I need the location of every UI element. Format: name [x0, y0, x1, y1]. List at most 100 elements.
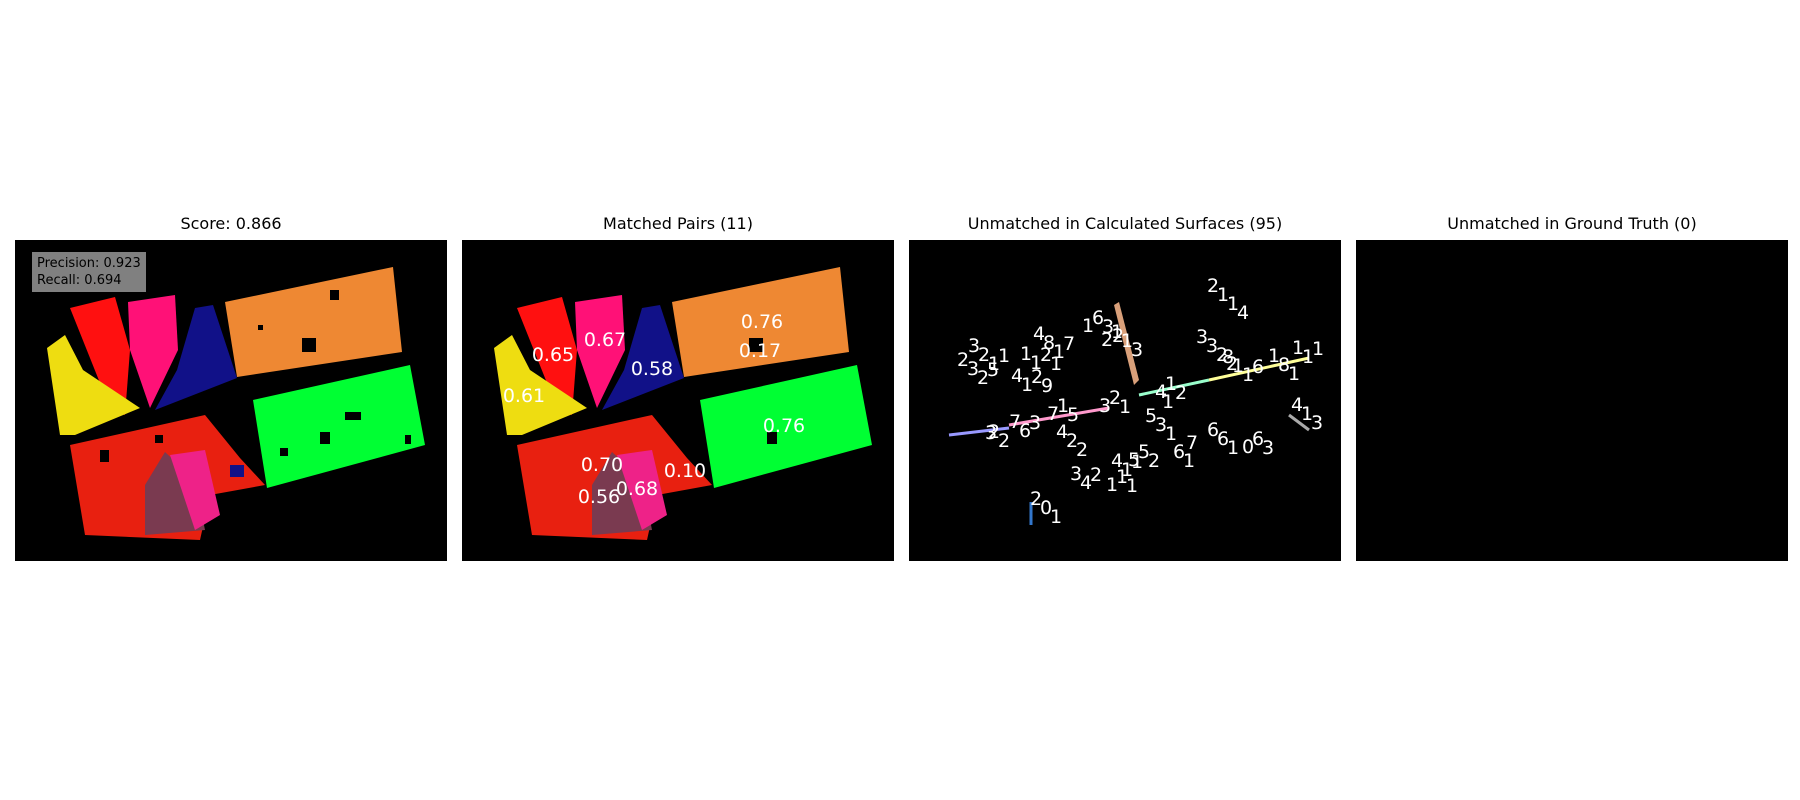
unmatched-surface-label: 1	[1053, 341, 1065, 363]
unmatched-surface-label: 7	[1186, 432, 1198, 454]
panel-1-title: Score: 0.866	[180, 214, 282, 233]
metrics-box: Precision: 0.923 Recall: 0.694	[32, 252, 146, 292]
unmatched-surface-label: 3	[968, 335, 980, 357]
unmatched-surface-label: 3	[985, 422, 997, 444]
unmatched-surface-label: 4	[1237, 302, 1249, 324]
unmatched-surface-label: 1	[1020, 343, 1032, 365]
unmatched-surface-label: 1	[1162, 391, 1174, 413]
unmatched-surface-label: 5	[1067, 404, 1079, 426]
score-panel: Precision: 0.923 Recall: 0.694	[15, 240, 447, 561]
unmatched-surface-label: 2	[1112, 325, 1124, 347]
unmatched-surface-label: 2	[1090, 464, 1102, 486]
unmatched-surface-label: 1	[1302, 346, 1314, 368]
recall-label: Recall: 0.694	[37, 273, 122, 288]
unmatched-surface-label: 6	[1252, 356, 1264, 378]
unmatched-surface-label: 2	[978, 344, 990, 366]
unmatched-surface-label: 0	[1040, 497, 1052, 519]
unmatched-surface-label: 3	[1311, 412, 1323, 434]
unmatched-surface-label: 3	[1131, 339, 1143, 361]
matched-image: 0.76 0.17 0.67 0.65 0.58 0.61 0.76 0.70 0.10 0.56…	[494, 267, 872, 540]
unmatched-surface-label: 0	[1242, 436, 1254, 458]
unmatched-surface-label: 7	[1009, 411, 1021, 433]
unmatched-surface-label: 4	[1111, 450, 1123, 472]
unmatched-surface-label: 2	[1175, 382, 1187, 404]
unmatched-surface-label: 1	[1111, 321, 1123, 343]
unmatched-surface-label: 5	[1145, 405, 1157, 427]
unmatched-surface-label: 1	[1050, 506, 1062, 528]
unmatched-surface-label: 6	[1207, 419, 1219, 441]
unmatched-surface-label: 5	[1128, 449, 1140, 471]
unmatched-surface-label: 2	[1148, 450, 1160, 472]
unmatched-surface-label: 1	[1106, 474, 1118, 496]
unmatched-surface-label: 2	[1207, 275, 1219, 297]
unmatched-surface-label: 2	[1216, 344, 1228, 366]
matched-iou-label: 0.68	[616, 478, 658, 500]
unmatched-surface-label: 2	[977, 367, 989, 389]
unmatched-surface-label: 5	[1138, 441, 1150, 463]
unmatched-surface-label: 1	[1232, 355, 1244, 377]
unmatched-surface-label: 1	[1165, 423, 1177, 445]
unmatched-surface-label: 1	[1119, 396, 1131, 418]
unmatched-surface-label: 8	[1043, 332, 1055, 354]
panel-2-title: Matched Pairs (11)	[603, 214, 753, 233]
unmatched-surface-label: 1	[1288, 363, 1300, 385]
unmatched-surface-label: 4	[1011, 365, 1023, 387]
unmatched-surface-label: 3	[1029, 412, 1041, 434]
matched-iou-label: 0.67	[584, 329, 626, 351]
segmentation-image	[47, 267, 425, 540]
unmatched-surface-label: 3	[1102, 316, 1114, 338]
unmatched-surface-label: 2	[1040, 344, 1052, 366]
matched-iou-label: 0.58	[631, 358, 673, 380]
unmatched-surface-label: 2	[998, 430, 1010, 452]
matched-iou-label: 0.61	[503, 385, 545, 407]
unmatched-surface-label: 3	[1206, 335, 1218, 357]
unmatched-surface-label: 2	[1030, 488, 1042, 510]
unmatched-surface-label: 1	[1057, 395, 1069, 417]
unmatched-surface-label: 1	[1301, 403, 1313, 425]
unmatched-surface-label: 1	[1021, 374, 1033, 396]
unmatched-surface-label: 1	[1082, 315, 1094, 337]
unmatched-surface-label: 1	[1217, 284, 1229, 306]
unmatched-surface-label: 3	[1155, 414, 1167, 436]
unmatched-surface-label: 2	[957, 349, 969, 371]
unmatched-surface-label: 1	[1268, 345, 1280, 367]
unmatched-surface-label: 4	[1080, 472, 1092, 494]
unmatched-surface-label: 9	[1041, 375, 1053, 397]
unmatched-surface-label: 5	[987, 359, 999, 381]
unmatched-surface-label: 2	[988, 421, 1000, 443]
unmatched-surface-label: 3	[967, 358, 979, 380]
unmatched-surface-label: 4	[1033, 323, 1045, 345]
unmatched-surface-label: 8	[1278, 354, 1290, 376]
matched-iou-label: 0.10	[664, 460, 706, 482]
unmatched-surface-label: 2	[1031, 366, 1043, 388]
matched-iou-label: 0.65	[532, 344, 574, 366]
unmatched-surface-label: 3	[1196, 326, 1208, 348]
unmatched-surface-label: 1	[1121, 459, 1133, 481]
unmatched-surface-label: 7	[1047, 403, 1059, 425]
panel-3-title: Unmatched in Calculated Surfaces (95)	[967, 214, 1283, 233]
matched-iou-label: 0.70	[581, 454, 623, 476]
unmatched-surface-label: 1	[1312, 338, 1324, 360]
matched-iou-label: 0.17	[739, 340, 781, 362]
precision-label: Precision: 0.923	[37, 256, 141, 271]
unmatched-surface-label: 4	[1291, 394, 1303, 416]
unmatched-surface-label: 3	[1099, 395, 1111, 417]
unmatched-surface-label: 2	[1066, 430, 1078, 452]
unmatched-surface-label: 6	[1019, 420, 1031, 442]
unmatched-surface-label: 6	[1217, 428, 1229, 450]
unmatched-surface-label: 2	[1101, 329, 1113, 351]
unmatched-surface-label: 7	[1063, 333, 1075, 355]
unmatched-surface-label: 1	[1126, 475, 1138, 497]
unmatched-surface-label: 3	[1070, 463, 1082, 485]
matched-iou-label: 0.56	[578, 486, 620, 508]
matched-iou-label: 0.76	[741, 311, 783, 333]
unmatched-surface-label: 1	[1030, 352, 1042, 374]
matched-iou-label: 0.76	[763, 415, 805, 437]
unmatched-surface-label: 1	[1292, 337, 1304, 359]
unmatched-surface-label: 4	[1155, 381, 1167, 403]
unmatched-surface-label: 4	[1056, 421, 1068, 443]
unmatched-surface-label: 1	[1121, 330, 1133, 352]
unmatched-surface-label: 1	[1116, 466, 1128, 488]
